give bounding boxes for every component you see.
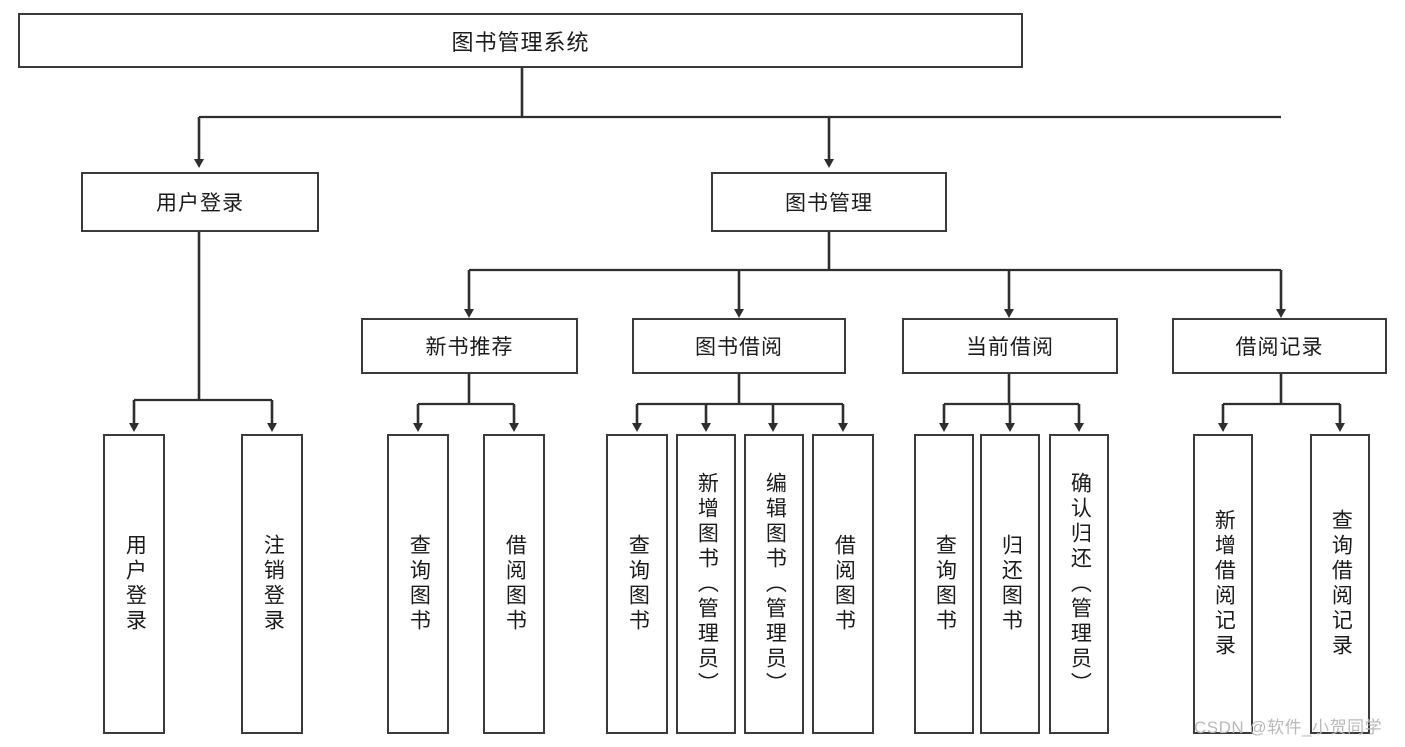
node-label: 编辑图书（管理员） <box>763 471 787 697</box>
leaf-borrow-book[interactable]: 借阅图书 <box>812 434 874 734</box>
node-label: 图书借阅 <box>695 336 783 359</box>
node-user-login[interactable]: 用户登录 <box>81 172 319 232</box>
leaf-query-book-borrow[interactable]: 查询图书 <box>606 434 668 734</box>
node-label: 新增图书（管理员） <box>695 471 719 697</box>
leaf-query-book-recommend[interactable]: 查询图书 <box>387 434 449 734</box>
leaf-logout[interactable]: 注销登录 <box>241 434 303 734</box>
node-label: 注销登录 <box>261 534 285 634</box>
node-label: 借阅记录 <box>1235 336 1324 359</box>
node-label: 用户登录 <box>156 192 244 215</box>
node-label: 当前借阅 <box>966 336 1054 359</box>
leaf-confirm-return-admin[interactable]: 确认归还（管理员） <box>1049 434 1109 734</box>
node-label: 新增借阅记录 <box>1212 509 1236 659</box>
leaf-query-borrow-record[interactable]: 查询借阅记录 <box>1310 434 1370 734</box>
node-book-management[interactable]: 图书管理 <box>711 172 947 232</box>
leaf-borrow-book-recommend[interactable]: 借阅图书 <box>483 434 545 734</box>
leaf-return-book[interactable]: 归还图书 <box>980 434 1040 734</box>
watermark: CSDN @软件_小贺同学 <box>1194 718 1383 737</box>
leaf-add-book-admin[interactable]: 新增图书（管理员） <box>676 434 736 734</box>
leaf-add-borrow-record[interactable]: 新增借阅记录 <box>1193 434 1253 734</box>
leaf-query-book-current[interactable]: 查询图书 <box>914 434 974 734</box>
leaf-edit-book-admin[interactable]: 编辑图书（管理员） <box>744 434 804 734</box>
node-new-book-recommend[interactable]: 新书推荐 <box>361 318 578 374</box>
node-current-borrow[interactable]: 当前借阅 <box>902 318 1118 374</box>
node-label: 图书管理 <box>785 192 873 215</box>
node-label: 归还图书 <box>999 534 1023 634</box>
node-label: 查询图书 <box>407 534 431 634</box>
node-label: 查询图书 <box>933 534 957 634</box>
node-label: 查询借阅记录 <box>1329 509 1353 659</box>
node-label: 借阅图书 <box>503 534 527 634</box>
node-label: 新书推荐 <box>425 336 514 359</box>
node-label: 借阅图书 <box>832 534 856 634</box>
node-label: 查询图书 <box>626 534 650 634</box>
node-label: 确认归还（管理员） <box>1068 471 1092 697</box>
leaf-user-login[interactable]: 用户登录 <box>103 434 165 734</box>
node-label: 用户登录 <box>123 534 147 634</box>
node-borrow-record[interactable]: 借阅记录 <box>1172 318 1387 374</box>
node-book-borrow[interactable]: 图书借阅 <box>632 318 846 374</box>
node-root-system[interactable]: 图书管理系统 <box>18 13 1023 68</box>
node-label: 图书管理系统 <box>451 29 590 55</box>
